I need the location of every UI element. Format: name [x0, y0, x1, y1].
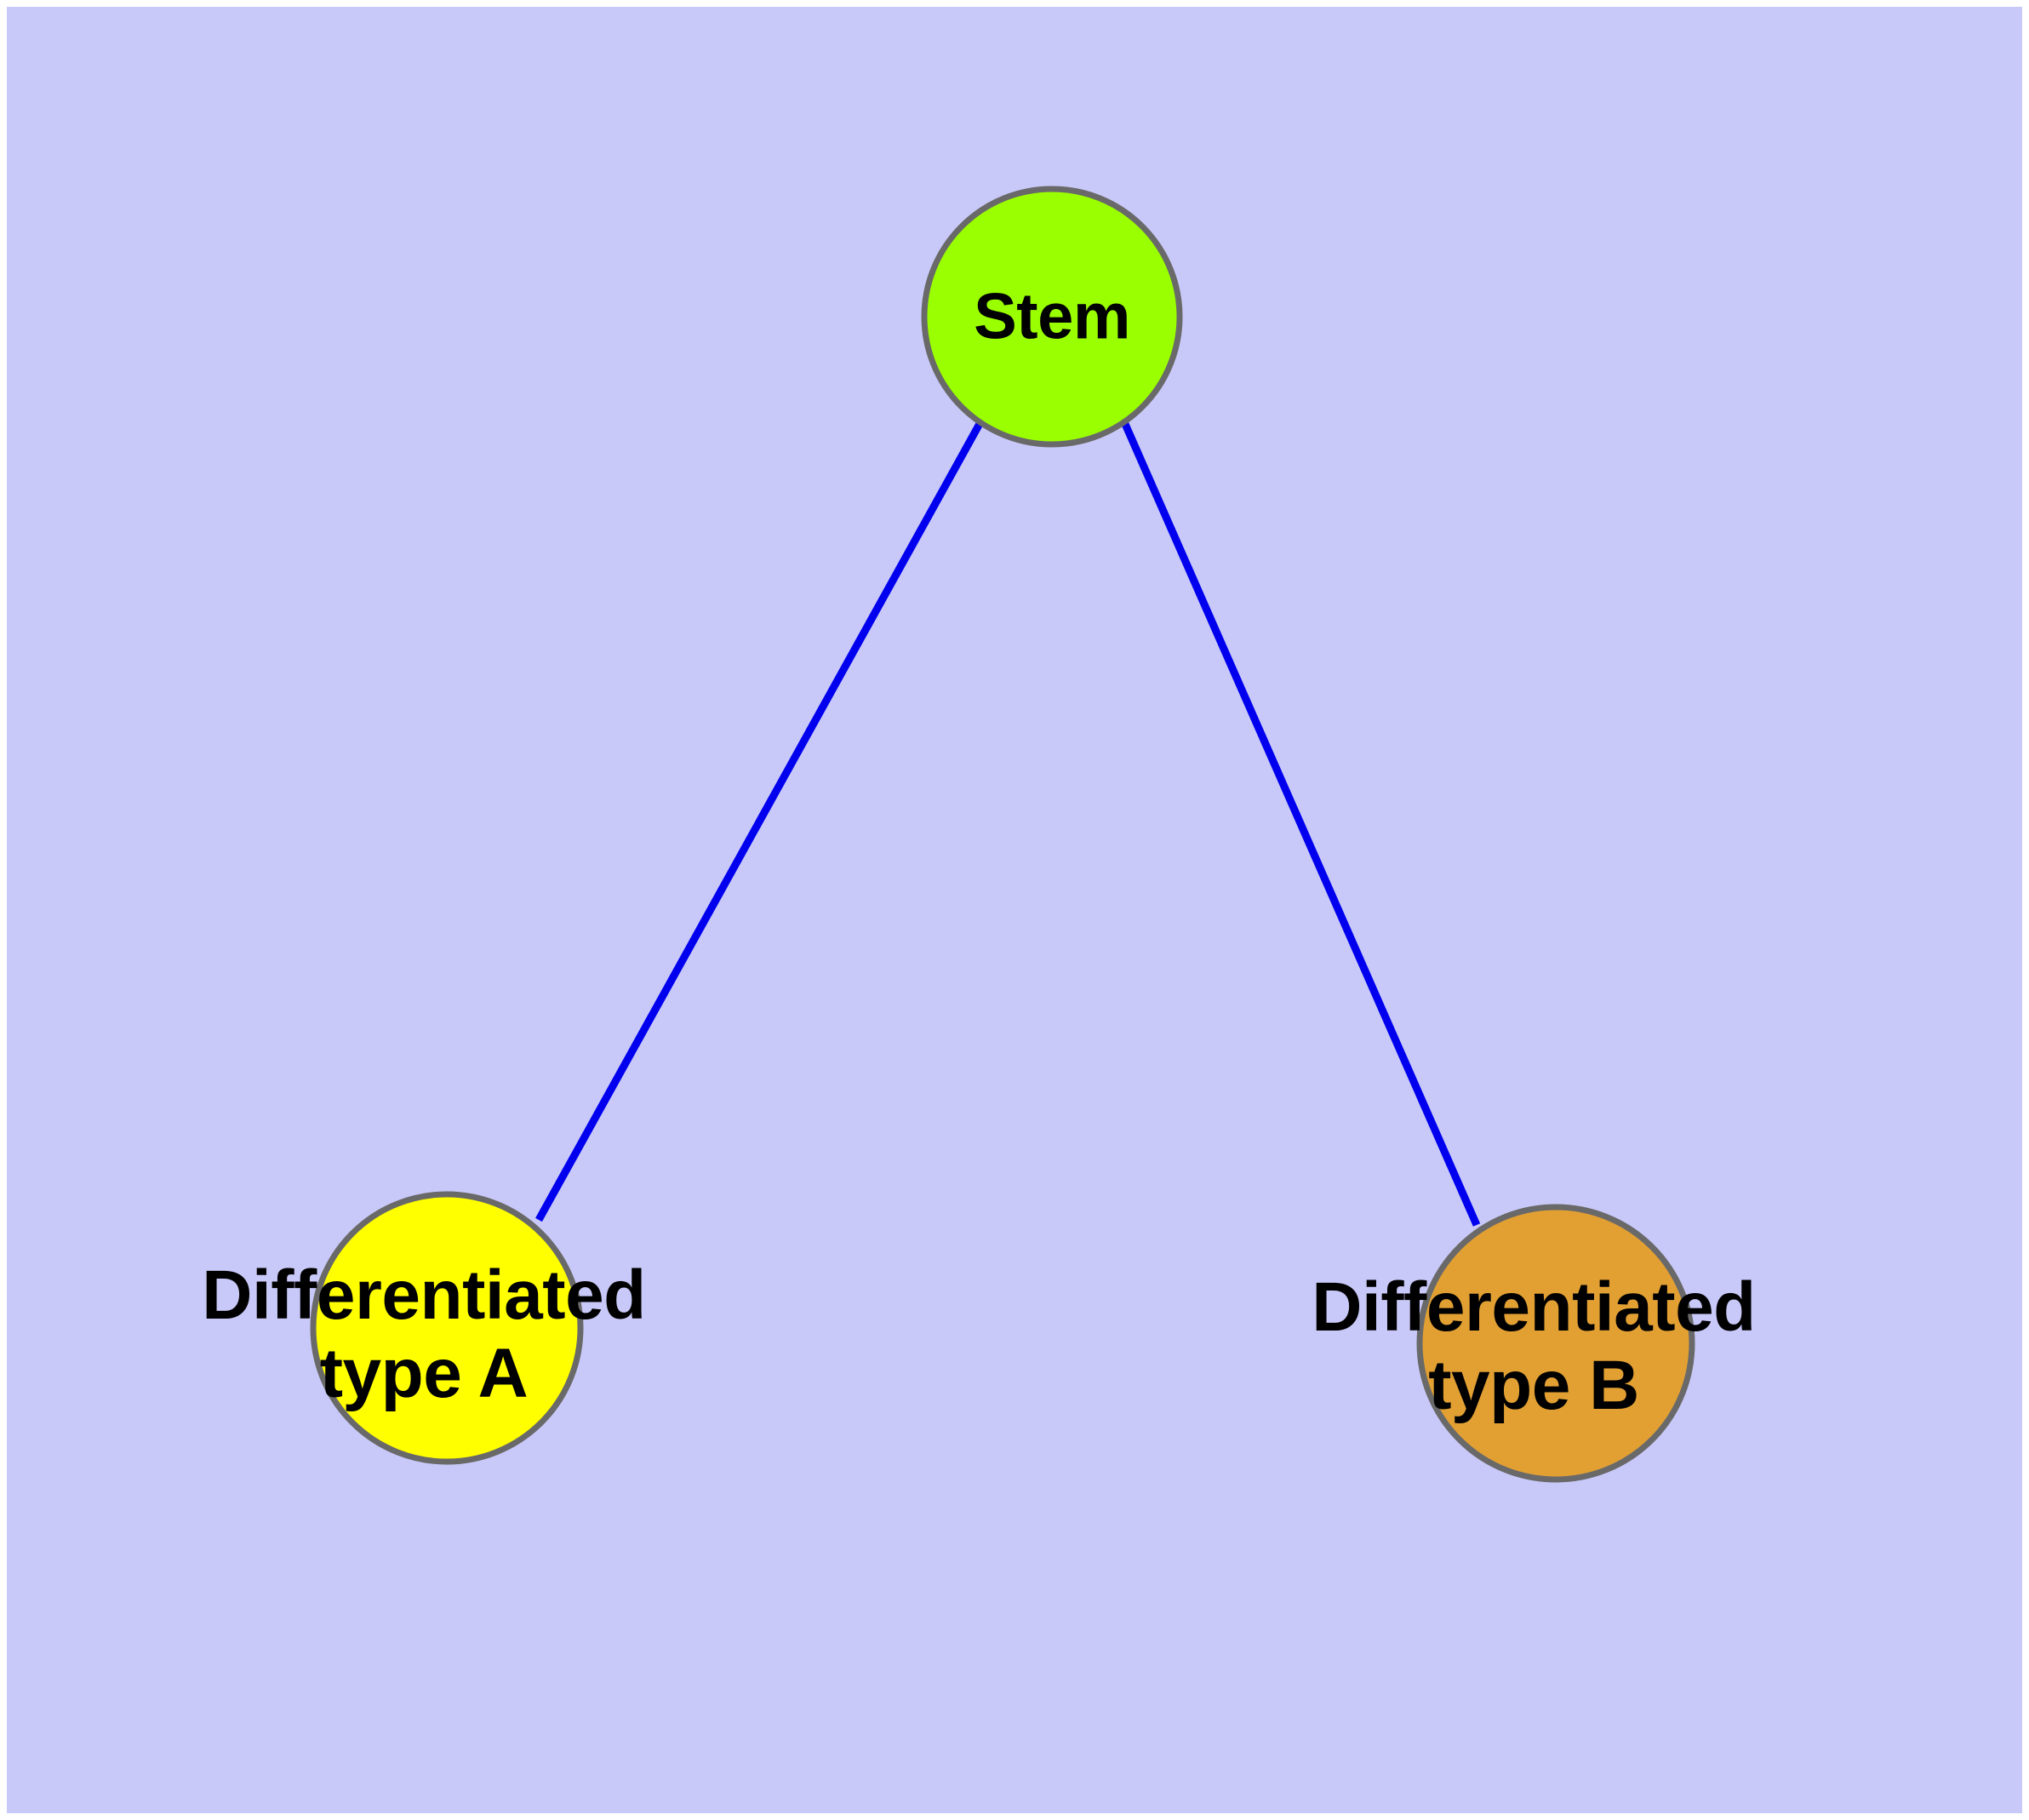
node-differentiated-type-a[interactable] — [310, 1191, 584, 1465]
node-layer — [310, 186, 1695, 1483]
node-differentiated-type-b[interactable] — [1416, 1204, 1695, 1483]
edge-layer — [535, 420, 1481, 1227]
edge-stem-to-differentiated-type-b[interactable] — [1121, 422, 1481, 1227]
node-stem[interactable] — [921, 186, 1183, 448]
edge-stem-to-differentiated-type-a[interactable] — [535, 420, 984, 1222]
